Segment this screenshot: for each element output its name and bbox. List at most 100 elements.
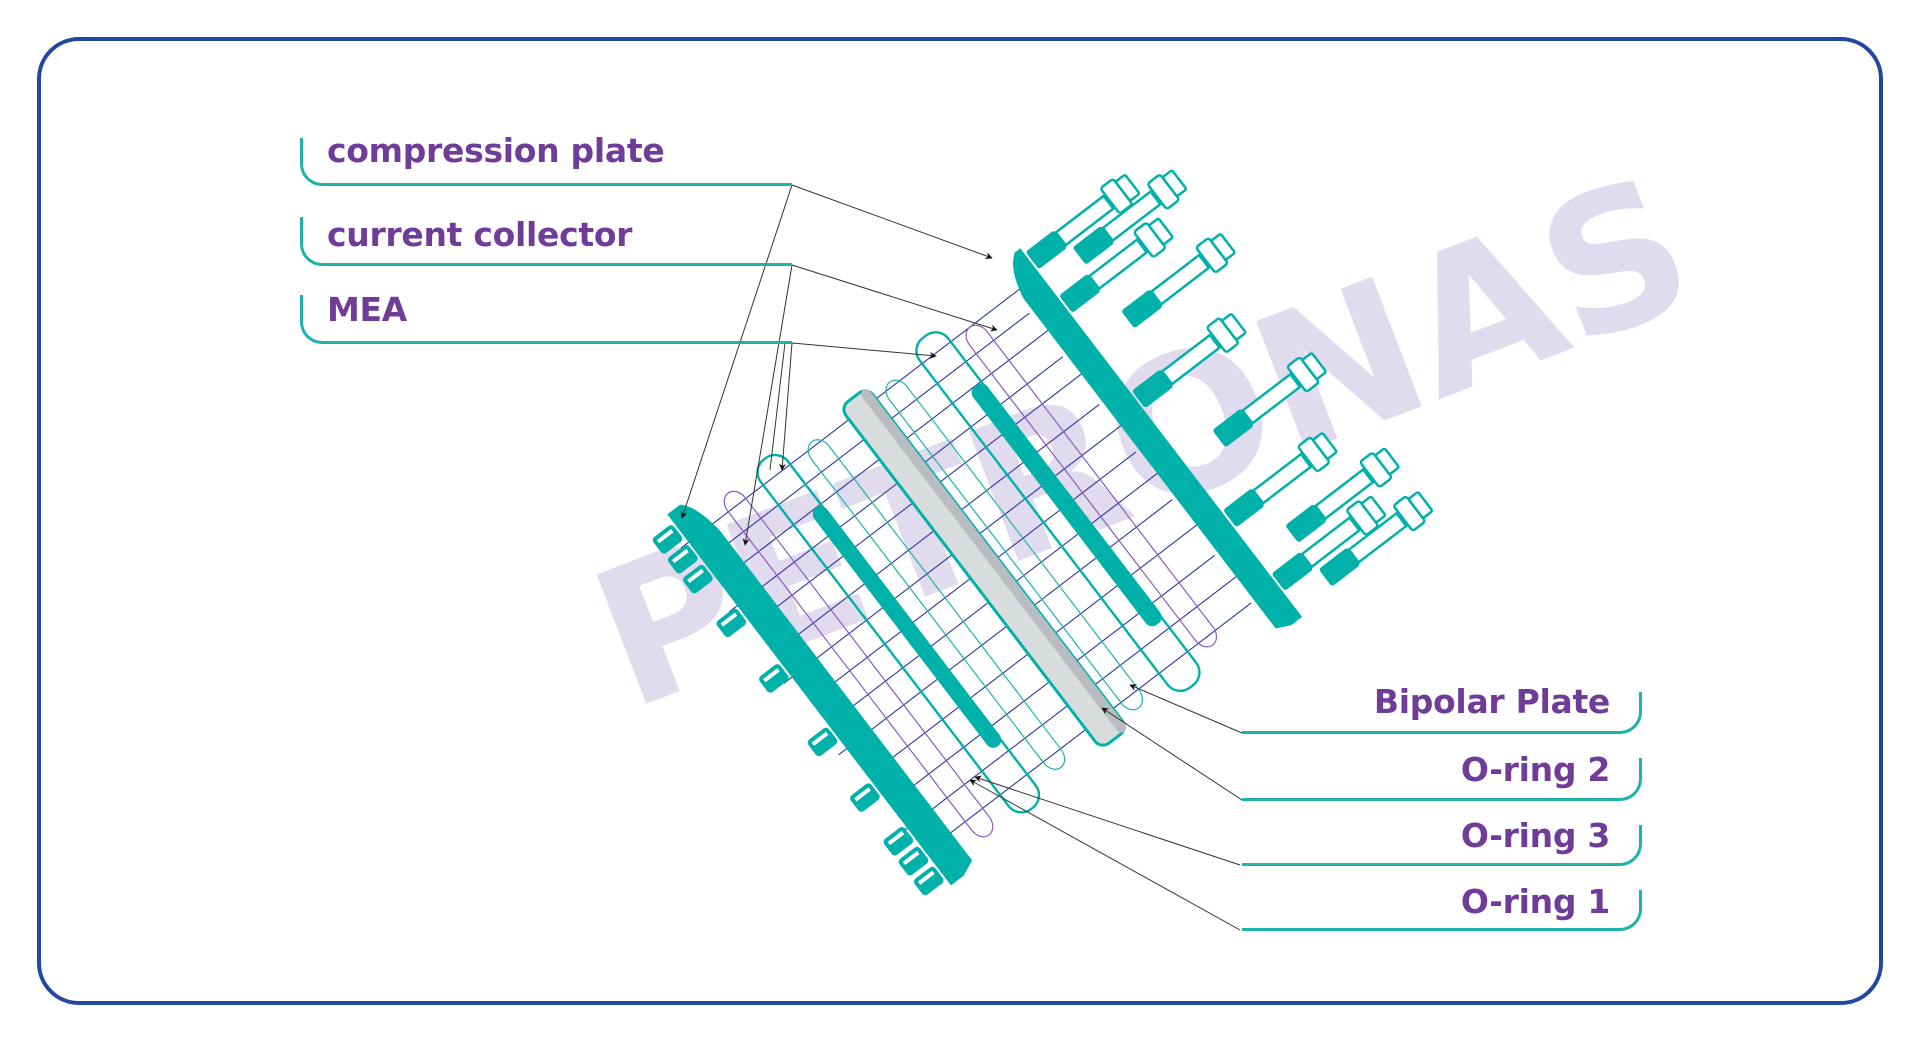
tie-rod-bolt (1286, 447, 1400, 542)
tie-rod-bolt (1224, 432, 1338, 527)
bolt-head (1407, 491, 1433, 519)
plate-hole (1239, 559, 1261, 586)
label-o-ring-1: O-ring 1 (1460, 882, 1610, 921)
plate-hole (1018, 269, 1040, 296)
bolt-stub (759, 664, 789, 693)
bolt-shank (1319, 548, 1360, 586)
leader-mea-left-2 (769, 342, 786, 471)
leader-mea-left (779, 342, 793, 471)
bolt-thread (1087, 237, 1149, 291)
plate-hole (1109, 388, 1131, 415)
label-current-collector: current collector (327, 215, 633, 254)
label-bracket-compression-plate (300, 138, 792, 186)
plate-hole (1163, 459, 1185, 486)
leader-o-ring-1 (969, 779, 1241, 931)
bolt-thread (1149, 253, 1211, 306)
bolt-thread (1054, 194, 1116, 247)
label-bracket-o-ring-1 (1242, 890, 1642, 931)
bolt-thread (1101, 189, 1163, 243)
label-bracket-current-collector (300, 217, 792, 266)
leader-lines (680, 184, 1243, 931)
label-mea: MEA (327, 290, 408, 329)
bolt-stub (913, 866, 944, 896)
leader-bipolar-plate (1129, 684, 1243, 734)
left-compression-plate (652, 504, 973, 896)
bolt-stub-highlight (671, 549, 689, 564)
bolt-stub (667, 545, 698, 574)
plate-hole (1036, 292, 1058, 320)
label-o-ring-3: O-ring 3 (1460, 816, 1610, 855)
bolt-stub-highlight (917, 870, 935, 885)
bolt-stub-highlight (854, 787, 871, 802)
diagram-frame (37, 37, 1883, 1005)
bolt-shank (1026, 231, 1067, 269)
guide-line (728, 356, 1064, 613)
bolt-head (1115, 174, 1141, 202)
label-compression-plate: compression plate (327, 131, 665, 170)
bolt-shank (1060, 274, 1100, 312)
bolt-stub (898, 846, 929, 876)
bolt-head (1161, 169, 1187, 197)
leader-o-ring-2 (1101, 707, 1243, 801)
o-ring-1 (723, 490, 994, 838)
o-ring-2 (885, 379, 1144, 711)
bolt-shank (1224, 489, 1264, 527)
bolt-head (1221, 313, 1247, 341)
bolt-head (1361, 495, 1387, 524)
bolt-thread (1160, 333, 1222, 386)
bolt-shank (1133, 370, 1173, 408)
tie-rod-bolt (1213, 352, 1327, 447)
bolt-head (1210, 233, 1236, 261)
bolt-thread (1313, 467, 1375, 521)
tie-rod-bolts (1026, 169, 1433, 590)
bolt-stub-highlight (656, 529, 674, 544)
leader-compression-plate-right (791, 184, 993, 260)
bolt-head (1301, 352, 1327, 380)
bolt-stub-highlight (763, 668, 780, 683)
plate-holes (1018, 269, 1283, 614)
bolt-stub (716, 608, 747, 638)
tie-rod-bolt (1026, 174, 1141, 269)
bolt-stub (652, 525, 683, 554)
leader-o-ring-3 (974, 775, 1241, 866)
label-bracket-bipolar-plate (1242, 692, 1642, 734)
plate-hole (1066, 332, 1088, 359)
plate-hole (1206, 515, 1228, 542)
bolt-head (1148, 217, 1174, 246)
bolt-head (1374, 447, 1400, 475)
bolt-stub-highlight (687, 568, 704, 583)
bolt-stub (683, 564, 713, 594)
bolt-thread (1240, 372, 1302, 426)
leader-current-collector-right (791, 264, 998, 332)
bipolar-plate (915, 324, 1218, 693)
label-bracket-o-ring-2 (1242, 758, 1642, 801)
bolt-stub-highlight (902, 850, 920, 866)
label-o-ring-2: O-ring 2 (1460, 750, 1610, 789)
bolt-stub (850, 783, 880, 812)
bolt-stub (807, 727, 838, 757)
fuel-cell-stack (652, 169, 1433, 896)
bolt-stub-highlight (720, 612, 738, 627)
bolt-stub (883, 827, 914, 856)
bolt-shank (1272, 552, 1313, 590)
o-ring-3 (807, 439, 1066, 770)
bolt-head (1312, 432, 1338, 460)
bolt-shank (1213, 409, 1253, 447)
tie-rod-bolt (1272, 495, 1387, 590)
mea (842, 388, 1127, 747)
bolt-thread (1347, 511, 1409, 565)
right-compression-plate (1013, 169, 1433, 629)
left-bolt-stubs (652, 525, 944, 896)
tie-rod-bolt (1060, 217, 1174, 312)
leader-compression-plate-left (680, 184, 793, 519)
bolt-shank (1122, 290, 1162, 328)
tie-rod-bolt (1073, 169, 1187, 264)
bolt-thread (1300, 515, 1362, 569)
bolt-stub-highlight (887, 831, 905, 846)
tie-rod-bolt (1133, 313, 1247, 408)
label-bracket-mea (300, 295, 792, 344)
label-bipolar-plate: Bipolar Plate (1373, 682, 1610, 721)
bolt-thread (1251, 452, 1313, 506)
bolt-shank (1286, 504, 1326, 542)
